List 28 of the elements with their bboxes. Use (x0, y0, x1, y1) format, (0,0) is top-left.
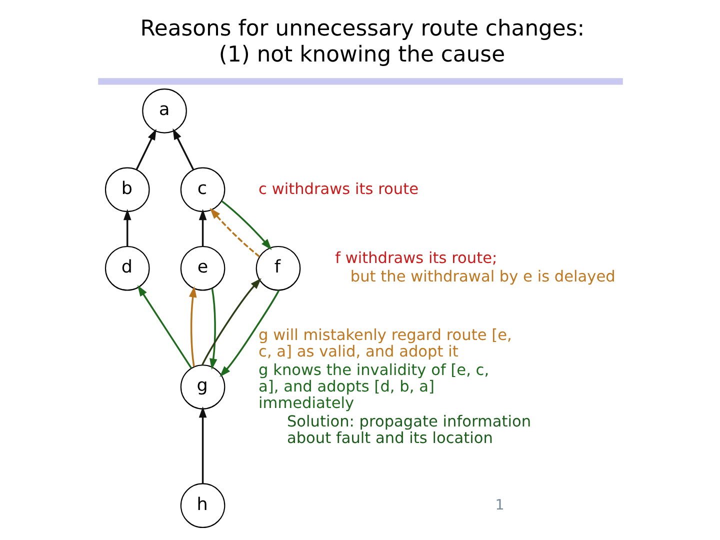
node-label: g knows the invalidity of [e, c, a], and adopts [d, b, a] immediately (258, 361, 489, 412)
node-circle: b (104, 167, 150, 212)
arrow (209, 208, 260, 258)
node-label: but the withdrawal by e is delayed (350, 268, 615, 286)
arrow (135, 128, 156, 170)
node-circle: f (255, 246, 300, 291)
node-label: f withdraws its route; (334, 249, 497, 268)
node-circle: a (142, 88, 186, 134)
diagram-title: Reasons for unnecessary route changes: (1) not knowing the cause (140, 16, 584, 68)
arrow (219, 290, 280, 378)
arrow (209, 288, 217, 370)
arrow (198, 208, 206, 246)
arrow (172, 128, 194, 170)
node-circle: c (180, 167, 225, 212)
node-label: c withdraws its route (258, 180, 418, 198)
arrow (122, 208, 131, 246)
label: 1 (494, 497, 504, 514)
arrow (201, 278, 261, 366)
arrow (220, 200, 272, 250)
node-circle: e (180, 246, 225, 291)
node-circle: d (104, 246, 150, 291)
arrow (198, 406, 206, 484)
arrow (188, 286, 196, 367)
arrow (136, 285, 192, 369)
node-circle: h (180, 483, 225, 528)
node-label: g will mistakenly regard route [e, c, a] as valid, and adopt it (258, 326, 512, 361)
node-label: Solution: propagate information about fault and its location (286, 412, 531, 447)
node-circle: g (180, 364, 225, 410)
